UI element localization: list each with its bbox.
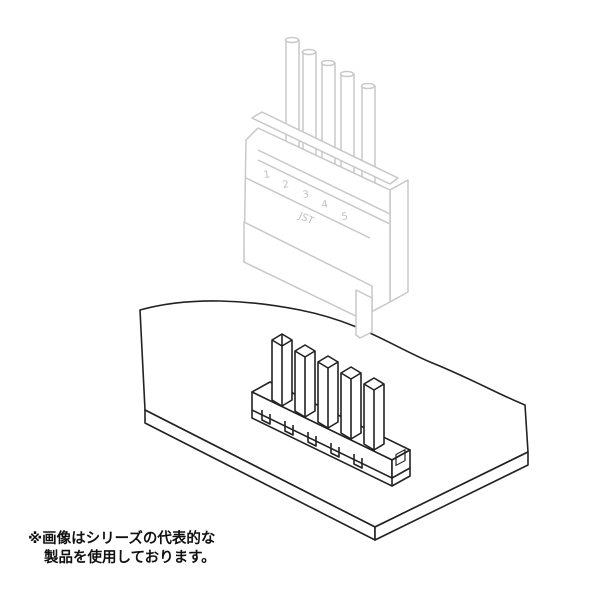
header-pin-5 xyxy=(363,377,385,451)
pin-number-3: 3 xyxy=(302,189,310,201)
header-pin-3 xyxy=(317,355,339,429)
header-pin-2 xyxy=(294,344,316,418)
header-pin-4 xyxy=(340,366,362,440)
plug-housing xyxy=(243,36,409,339)
board-side-face xyxy=(374,451,529,541)
header-pin-1 xyxy=(271,333,293,407)
header-connector xyxy=(251,333,411,487)
pin-number-4: 4 xyxy=(321,199,329,211)
pin-number-5: 5 xyxy=(341,211,349,223)
caption-line-2: 製品を使用しております。 xyxy=(44,550,216,566)
caption-line-1: ※画像はシリーズの代表的な xyxy=(28,531,216,547)
disclaimer-caption: ※画像はシリーズの代表的な 製品を使用しております。 xyxy=(28,530,216,568)
housing-collar xyxy=(251,111,399,185)
pin-number-1: 1 xyxy=(263,169,271,181)
housing-side xyxy=(389,179,409,303)
housing-latch xyxy=(355,289,373,339)
pin-number-2: 2 xyxy=(282,179,290,191)
